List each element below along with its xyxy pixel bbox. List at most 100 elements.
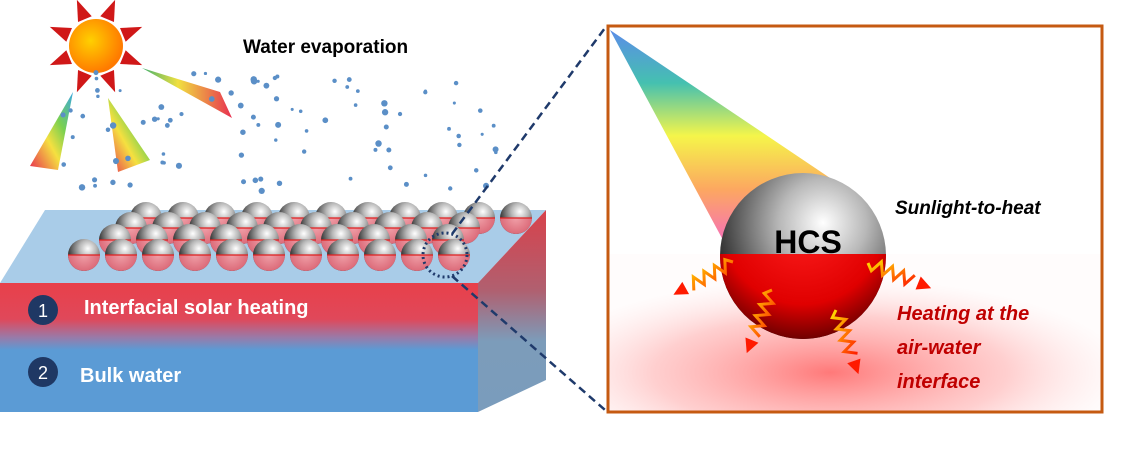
vapor-droplet bbox=[383, 124, 389, 130]
vapor-droplet bbox=[304, 129, 309, 133]
vapor-droplet bbox=[160, 160, 165, 165]
vapor-droplet bbox=[151, 116, 158, 122]
vapor-droplet bbox=[203, 71, 208, 76]
vapor-droplet bbox=[387, 165, 393, 171]
layer-name: Bulk water bbox=[80, 365, 181, 387]
vapor-droplet bbox=[258, 176, 264, 182]
vapor-droplet bbox=[322, 117, 329, 124]
badge-number: 1 bbox=[38, 301, 48, 321]
hcs-sphere bbox=[105, 239, 137, 271]
vapor-droplet bbox=[457, 142, 462, 148]
vapor-droplet bbox=[348, 176, 353, 181]
vapor-droplet bbox=[477, 108, 483, 113]
heating-label-line-1: Heating at the bbox=[897, 303, 1029, 325]
heat-arrow bbox=[673, 257, 734, 295]
vapor-droplet bbox=[256, 79, 260, 83]
vapor-droplet bbox=[96, 94, 100, 99]
vapor-droplet bbox=[95, 88, 100, 93]
vapor-droplet bbox=[93, 70, 99, 76]
vapor-droplet bbox=[127, 182, 133, 188]
layer-name: Interfacial solar heating bbox=[84, 297, 309, 319]
hcs-sphere bbox=[290, 239, 322, 271]
vapor-droplet bbox=[448, 186, 453, 191]
hcs-sphere bbox=[500, 202, 532, 234]
vapor-droplet bbox=[397, 111, 403, 117]
water-evaporation-title: Water evaporation bbox=[243, 37, 408, 58]
vapor-droplet bbox=[381, 109, 389, 116]
vapor-droplet bbox=[256, 122, 261, 127]
sun-ray bbox=[49, 50, 72, 66]
sun-ray bbox=[49, 26, 72, 42]
vapor-droplet bbox=[78, 184, 86, 191]
vapor-droplet bbox=[80, 113, 86, 119]
layer-label-2: 2 Bulk water bbox=[28, 357, 181, 387]
vapor-droplet bbox=[375, 140, 382, 147]
inset-panel: HCS Sunlight-to-heat Heating at the air-… bbox=[606, 24, 1104, 414]
vapor-droplet bbox=[164, 122, 170, 128]
hcs-sphere bbox=[68, 239, 100, 271]
vapor-droplet bbox=[228, 90, 234, 96]
hcs-sphere bbox=[216, 239, 248, 271]
vapor-droplet bbox=[118, 89, 122, 93]
vapor-droplet bbox=[263, 82, 270, 89]
vapor-droplet bbox=[447, 126, 451, 131]
vapor-droplets bbox=[60, 70, 499, 194]
vapor-droplet bbox=[125, 155, 131, 162]
vapor-droplet bbox=[274, 138, 278, 142]
vapor-droplet bbox=[272, 75, 278, 81]
layer-label-1: 1 Interfacial solar heating bbox=[28, 295, 309, 325]
vapor-droplet bbox=[140, 119, 146, 125]
vapor-droplet bbox=[273, 96, 280, 102]
vapor-droplet bbox=[381, 100, 388, 107]
vapor-droplet bbox=[473, 168, 479, 173]
sun-ray bbox=[76, 0, 92, 22]
sun-ray bbox=[100, 0, 116, 22]
vapor-droplet bbox=[70, 135, 75, 140]
vapor-droplet bbox=[298, 109, 303, 114]
vapor-droplet bbox=[179, 112, 184, 117]
vapor-droplet bbox=[156, 117, 160, 121]
vapor-droplet bbox=[258, 187, 265, 194]
vapor-droplet bbox=[175, 162, 183, 169]
vapor-droplet bbox=[61, 162, 67, 167]
vapor-droplet bbox=[276, 180, 283, 187]
sun-ray bbox=[100, 70, 116, 93]
slab-side-face bbox=[478, 210, 546, 412]
vapor-droplet bbox=[93, 183, 97, 188]
vapor-droplet bbox=[250, 114, 256, 120]
hcs-particle: HCS bbox=[720, 173, 886, 339]
vapor-droplet bbox=[237, 102, 244, 109]
vapor-droplet bbox=[68, 108, 73, 113]
vapor-droplet bbox=[250, 76, 257, 83]
vapor-droplet bbox=[301, 149, 307, 154]
vapor-droplet bbox=[240, 129, 246, 135]
hcs-sphere bbox=[438, 239, 470, 271]
sun-icon bbox=[49, 0, 143, 93]
badge-number: 2 bbox=[38, 363, 48, 383]
vapor-droplet bbox=[456, 133, 461, 139]
vapor-droplet bbox=[403, 181, 409, 187]
zoom-region-marker bbox=[421, 231, 469, 279]
sun-ray bbox=[76, 70, 92, 93]
sun-ray bbox=[120, 50, 143, 66]
heat-arrow bbox=[830, 309, 861, 375]
hcs-sphere bbox=[142, 239, 174, 271]
vapor-droplet bbox=[158, 104, 165, 110]
vapor-droplet bbox=[252, 177, 259, 184]
vapor-droplet bbox=[491, 123, 496, 128]
hcs-sphere bbox=[364, 239, 396, 271]
number-badge bbox=[28, 295, 58, 325]
heat-arrow bbox=[866, 258, 932, 290]
hcs-particle-array bbox=[68, 202, 532, 271]
sunlight-rays bbox=[30, 68, 232, 172]
connector-line-bottom bbox=[451, 275, 606, 411]
vapor-droplet bbox=[109, 122, 117, 129]
vapor-droplet bbox=[275, 121, 282, 128]
vapor-droplet bbox=[373, 147, 378, 152]
vapor-droplet bbox=[208, 96, 215, 102]
vapor-droplet bbox=[492, 146, 499, 153]
hcs-sphere bbox=[179, 239, 211, 271]
vapor-droplet bbox=[353, 103, 358, 107]
